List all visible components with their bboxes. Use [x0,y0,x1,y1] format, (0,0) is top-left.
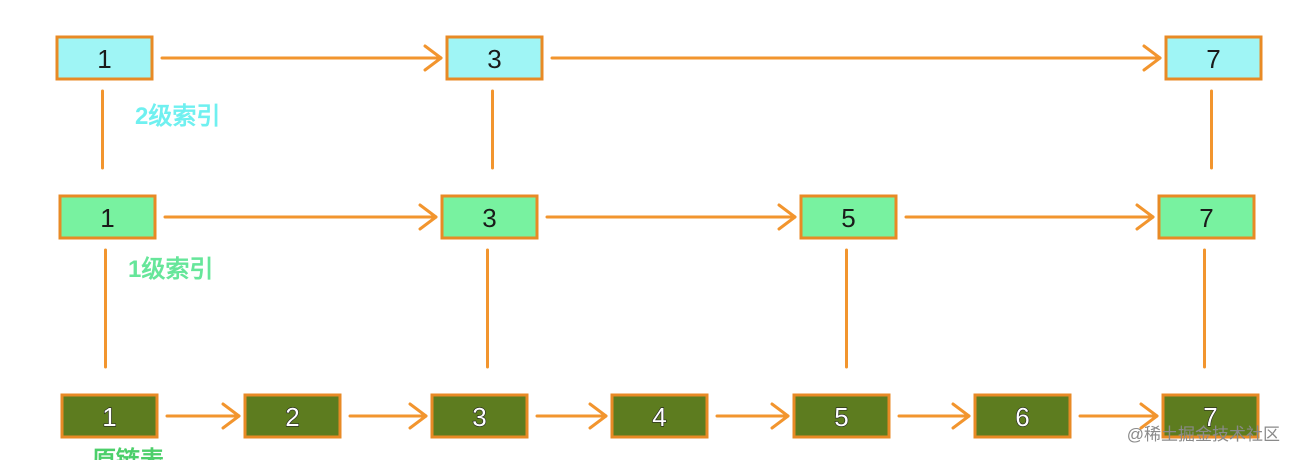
level2-node-label: 3 [487,44,501,74]
level1-node-5: 5 [799,194,898,240]
level1-arrow-5-to-7 [904,203,1155,231]
base-node-7: 7 [1161,393,1260,439]
level2-node-1: 1 [55,35,154,81]
level2-node-label: 7 [1206,44,1220,74]
base-node-label: 2 [285,402,299,432]
base-node-5: 5 [792,393,891,439]
base-arrow-3-to-4 [535,402,608,430]
level1-node-label: 3 [482,203,496,233]
base-arrow-6-to-7 [1078,402,1159,430]
edges-layer [101,44,1213,430]
base-node-6: 6 [973,393,1072,439]
level1-node-1: 1 [58,194,157,240]
level1-node-3: 3 [440,194,539,240]
level1-arrow-1-to-3 [163,203,438,231]
base-arrow-4-to-5 [715,402,790,430]
level2-arrow-1-to-3 [160,44,443,72]
level2-node-7: 7 [1164,35,1263,81]
level2-arrow-3-to-7 [550,44,1162,72]
level1-arrow-3-to-5 [545,203,797,231]
base-arrow-1-to-2 [165,402,241,430]
base-node-2: 2 [243,393,342,439]
labels-layer: 2级索引 1级索引原链表 [92,102,220,460]
base-node-label: 4 [652,402,666,432]
level1-node-label: 5 [841,203,855,233]
level1-label: 1级索引 [128,255,213,283]
base-label: 原链表 [92,446,165,460]
base-arrow-2-to-3 [348,402,428,430]
base-node-label: 3 [472,402,486,432]
base-node-label: 6 [1015,402,1029,432]
level2-node-3: 3 [445,35,544,81]
level1-node-7: 7 [1157,194,1256,240]
level1-node-label: 1 [100,203,114,233]
base-node-1: 1 [60,393,159,439]
level1-node-label: 7 [1199,203,1213,233]
base-node-4: 4 [610,393,709,439]
base-node-label: 7 [1203,402,1217,432]
base-node-label: 1 [102,402,116,432]
base-node-3: 3 [430,393,529,439]
base-arrow-5-to-6 [897,402,971,430]
watermark-text: @稀土掘金技术社区 [1127,425,1280,444]
level2-node-label: 1 [97,44,111,74]
base-node-label: 5 [834,402,848,432]
level2-label: 2级索引 [135,102,220,130]
